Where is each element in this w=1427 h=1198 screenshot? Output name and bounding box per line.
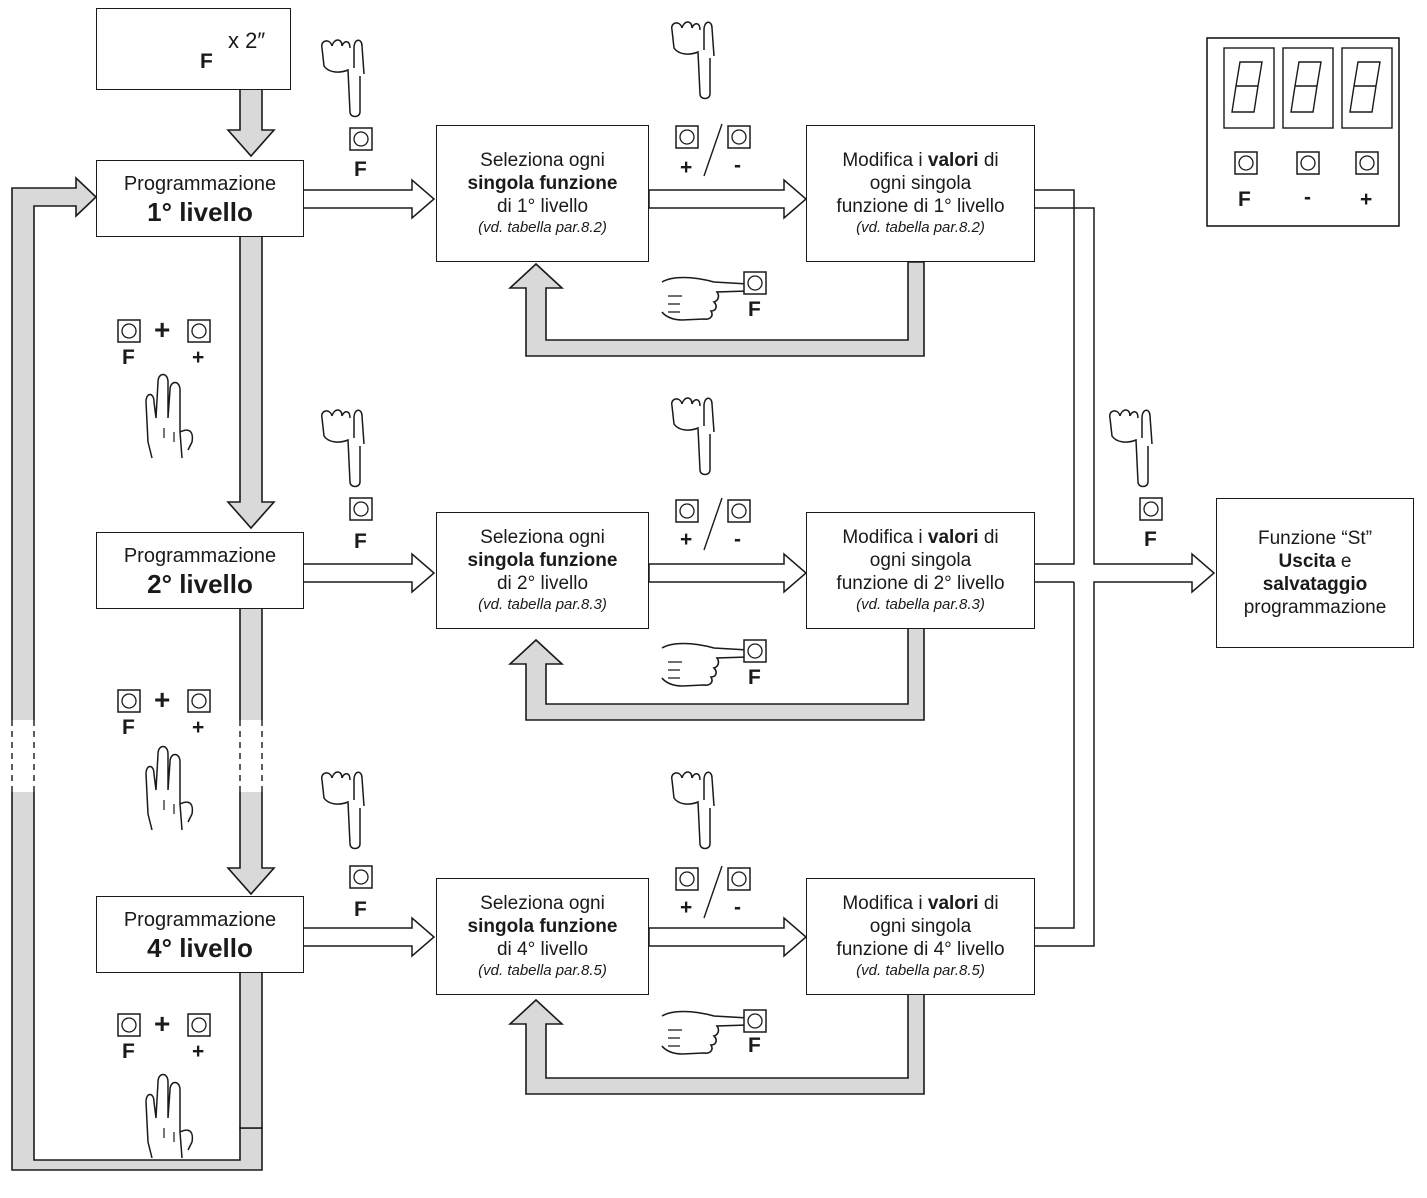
combo-key-label: + (192, 346, 205, 369)
key-label: F (748, 1034, 761, 1057)
button-icon (743, 271, 767, 295)
table-reference: (vd. tabella par.8.5) (856, 962, 985, 979)
button-icon (349, 497, 373, 521)
key-label: - (734, 154, 741, 177)
key-label: + (680, 896, 693, 919)
two-finger-hand-icon (145, 373, 194, 459)
panel-key-label: F (1238, 188, 1251, 211)
level-number: 1° livello (147, 196, 253, 227)
pressing-hand-icon (1108, 409, 1153, 488)
seven-segment-digit-icon (1290, 61, 1322, 113)
combo-plus-label: + (154, 684, 171, 715)
button-icon (117, 689, 141, 713)
pressing-hand-icon (320, 39, 365, 118)
seven-segment-digit-icon (1231, 61, 1263, 113)
button-icon (727, 125, 751, 149)
button-icon (727, 867, 751, 891)
button-icon (743, 639, 767, 663)
exit-box: Funzione “St” Uscita e salvataggio progr… (1216, 498, 1414, 648)
key-label: - (734, 896, 741, 919)
combo-key-label: + (192, 716, 205, 739)
start-key-label: F (200, 50, 213, 73)
pressing-hand-icon (320, 409, 365, 488)
control-panel (1206, 37, 1400, 227)
pressing-hand-icon (670, 771, 715, 850)
pointing-hand-icon (661, 276, 752, 321)
panel-key-label: - (1304, 186, 1311, 209)
table-reference: (vd. tabella par.8.2) (856, 219, 985, 236)
key-label: F (1144, 528, 1157, 551)
level-title: Programmazione (123, 908, 277, 931)
button-icon (187, 319, 211, 343)
level-box-3: Programmazione 4° livello (96, 896, 304, 973)
combo-key-label: F (122, 1040, 135, 1063)
button-icon (743, 1009, 767, 1033)
key-label: F (748, 666, 761, 689)
button-icon (675, 499, 699, 523)
key-label: F (354, 158, 367, 181)
key-label: F (354, 898, 367, 921)
key-label: F (748, 298, 761, 321)
button-icon (675, 867, 699, 891)
key-label: + (680, 528, 693, 551)
button-icon (187, 689, 211, 713)
select-box-3: Seleziona ogni singola funzione di 4° li… (436, 878, 649, 995)
button-icon (1296, 151, 1320, 175)
level-title: Programmazione (123, 172, 277, 195)
pressing-hand-icon (320, 771, 365, 850)
button-icon (1355, 151, 1379, 175)
level-title: Programmazione (123, 544, 277, 567)
modify-box-1: Modifica i valori di ogni singola funzio… (806, 125, 1035, 262)
table-reference: (vd. tabella par.8.2) (478, 219, 607, 236)
combo-plus-label: + (154, 314, 171, 345)
button-icon (727, 499, 751, 523)
two-finger-hand-icon (145, 1073, 194, 1159)
select-box-2: Seleziona ogni singola funzione di 2° li… (436, 512, 649, 629)
level-box-1: Programmazione 1° livello (96, 160, 304, 237)
key-label: + (680, 156, 693, 179)
pressing-hand-icon (670, 21, 715, 100)
button-icon (1234, 151, 1258, 175)
pressing-hand-icon (670, 397, 715, 476)
pointing-hand-icon (661, 1010, 752, 1055)
seven-segment-digit-icon (1349, 61, 1381, 113)
combo-plus-label: + (154, 1008, 171, 1039)
pointing-hand-icon (661, 642, 752, 687)
start-box (96, 8, 291, 90)
level-number: 4° livello (147, 932, 253, 963)
modify-box-3: Modifica i valori di ogni singola funzio… (806, 878, 1035, 995)
modify-box-2: Modifica i valori di ogni singola funzio… (806, 512, 1035, 629)
button-icon (187, 1013, 211, 1037)
level-box-2: Programmazione 2° livello (96, 532, 304, 609)
key-label: F (354, 530, 367, 553)
table-reference: (vd. tabella par.8.3) (856, 596, 985, 613)
button-icon (349, 865, 373, 889)
combo-key-label: F (122, 346, 135, 369)
table-reference: (vd. tabella par.8.5) (478, 962, 607, 979)
level-number: 2° livello (147, 568, 253, 599)
table-reference: (vd. tabella par.8.3) (478, 596, 607, 613)
combo-key-label: F (122, 716, 135, 739)
button-icon (117, 1013, 141, 1037)
two-finger-hand-icon (145, 745, 194, 831)
button-icon (1139, 497, 1163, 521)
button-icon (675, 125, 699, 149)
select-box-1: Seleziona ogni singola funzione di 1° li… (436, 125, 649, 262)
button-icon (117, 319, 141, 343)
combo-key-label: + (192, 1040, 205, 1063)
start-hold-label: x 2″ (228, 28, 266, 53)
button-icon (349, 127, 373, 151)
panel-key-label: + (1360, 188, 1373, 211)
key-label: - (734, 528, 741, 551)
